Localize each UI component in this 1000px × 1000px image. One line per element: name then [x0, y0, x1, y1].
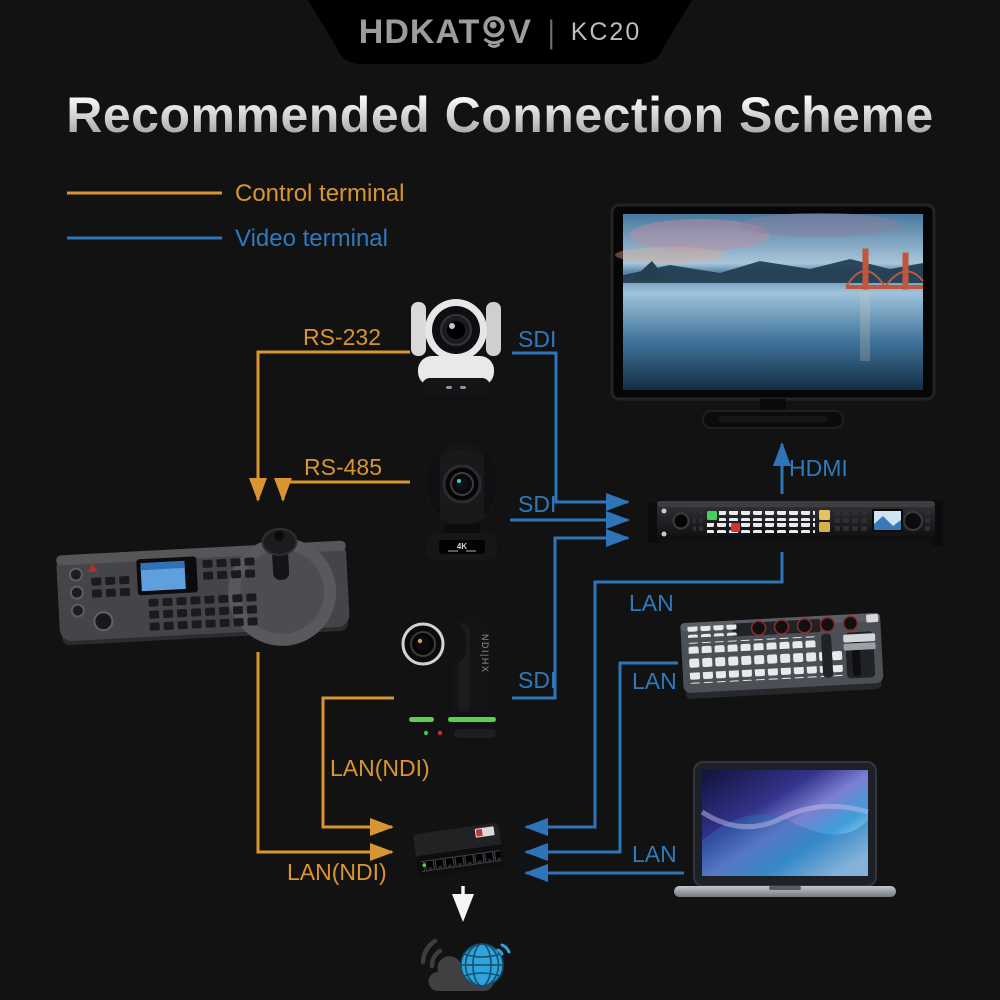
- label-sdi-camera2: SDI: [518, 491, 557, 517]
- label-lan-ndi-controller: LAN(NDI): [287, 859, 387, 885]
- label-rs232: RS-232: [303, 324, 381, 350]
- globe-icon: [460, 943, 511, 987]
- wire-lan-panel: [524, 661, 678, 861]
- label-lan-switcher: LAN: [629, 590, 674, 616]
- wire-sdi-camera3: [512, 529, 630, 700]
- page-title: Recommended Connection Scheme: [0, 86, 1000, 144]
- brand-logo: HDKAT V: [359, 13, 532, 52]
- monitor-icon: [610, 203, 936, 429]
- laptop-icon: [674, 761, 896, 897]
- monitor-device: [610, 203, 936, 440]
- joystick-controller-device: [50, 524, 356, 665]
- camera3-ndi-badge: NDI|HX: [480, 634, 490, 673]
- video-switcher-icon: [648, 500, 943, 546]
- switcher-panel-icon: [680, 613, 884, 699]
- wire-lan-ndi-camera3: [321, 696, 394, 836]
- wire-sdi-camera1: [512, 351, 630, 511]
- label-lan-ndi-camera3: LAN(NDI): [330, 755, 430, 781]
- badge-divider: |: [547, 12, 555, 51]
- bridge: [845, 248, 924, 290]
- network-switch-icon: [413, 823, 504, 878]
- camera2-4k-badge: 4K: [457, 542, 467, 551]
- ptz-camera-ndi-icon: NDI|HX: [401, 618, 506, 747]
- ptz-camera-4k-device: 4K: [410, 445, 514, 574]
- internet-cloud-device: [416, 932, 522, 1000]
- legend-control-label: Control terminal: [235, 180, 405, 207]
- internet-cloud-icon: [420, 938, 511, 991]
- label-lan-panel: LAN: [632, 668, 677, 694]
- joystick-controller-icon: [56, 527, 350, 646]
- switcher-panel-device: [676, 606, 888, 709]
- label-rs485: RS-485: [304, 454, 382, 480]
- brand-text-prefix: HDKAT: [358, 12, 481, 51]
- ptz-camera-ndi-device: NDI|HX: [396, 610, 518, 755]
- ptz-camera-white-icon: [411, 299, 501, 396]
- wire-rs485: [274, 478, 410, 502]
- label-lan-laptop: LAN: [632, 841, 677, 867]
- webcam-logo-icon: [481, 14, 507, 50]
- brand-badge: HDKAT V | KC20: [308, 0, 692, 64]
- laptop-device: [672, 760, 898, 909]
- legend-video-label: Video terminal: [235, 225, 388, 252]
- label-sdi-camera1: SDI: [518, 326, 557, 352]
- brand-text-suffix: V: [508, 12, 532, 51]
- wire-lan-ndi-controller: [256, 652, 394, 861]
- ptz-camera-white-device: [398, 296, 516, 407]
- panel-knobs: [750, 615, 859, 636]
- network-switch-device: [404, 816, 518, 895]
- ptz-camera-4k-icon: 4K: [427, 445, 497, 560]
- wire-rs232: [249, 350, 410, 502]
- model-label: KC20: [570, 17, 642, 46]
- label-hdmi: HDMI: [789, 455, 848, 481]
- wire-lan-switcher: [524, 552, 784, 836]
- video-switcher-device: [645, 494, 945, 557]
- label-sdi-camera3: SDI: [518, 667, 557, 693]
